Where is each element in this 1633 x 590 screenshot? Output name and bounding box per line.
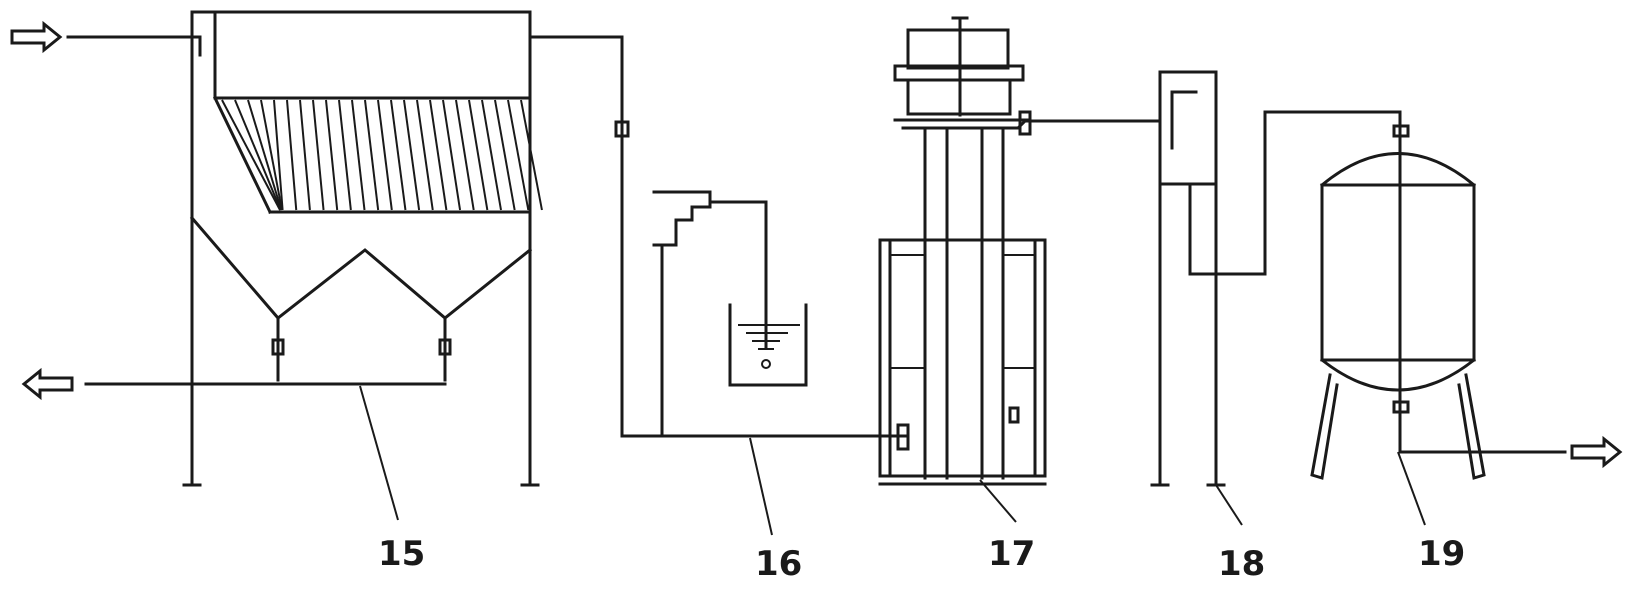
inclined-plate — [403, 99, 421, 211]
inclined-plate — [468, 99, 489, 211]
dosing-unit — [528, 35, 910, 536]
label-16: 16 — [755, 544, 802, 584]
inclined-plate — [416, 99, 434, 211]
sludge-outlet-arrow-icon — [21, 367, 74, 401]
level-controller — [1150, 70, 1402, 526]
inclined-plate — [481, 99, 502, 211]
inclined-plate — [325, 99, 339, 211]
inclined-plate — [338, 99, 352, 211]
inclined-plate — [429, 99, 448, 211]
inclined-plate — [442, 99, 462, 211]
settling-tank — [66, 10, 543, 521]
inclined-plate — [260, 99, 283, 211]
inclined-plate — [312, 99, 325, 211]
label-18: 18 — [1218, 544, 1265, 584]
inclined-plate — [507, 99, 530, 211]
inlet-arrow-icon — [10, 20, 63, 54]
inclined-plate — [286, 99, 298, 211]
inclined-plate — [377, 99, 393, 211]
inclined-plate — [273, 99, 284, 211]
inclined-plate — [364, 99, 380, 211]
label-19: 19 — [1418, 534, 1465, 574]
inclined-plate — [494, 99, 516, 211]
inclined-plate — [351, 99, 366, 211]
inclined-plate — [390, 99, 407, 211]
inclined-plate — [221, 99, 281, 211]
inclined-plate — [299, 99, 311, 211]
inclined-plate — [455, 99, 475, 211]
inclined-plate — [234, 99, 282, 211]
label-15: 15 — [378, 534, 425, 574]
product-outlet-arrow-icon — [1570, 435, 1623, 469]
storage-tank — [1310, 110, 1567, 526]
column-reactor — [878, 16, 1162, 523]
inclined-plates — [221, 99, 543, 211]
inclined-plate — [520, 99, 543, 211]
inclined-plate — [247, 99, 283, 211]
label-17: 17 — [988, 534, 1035, 574]
